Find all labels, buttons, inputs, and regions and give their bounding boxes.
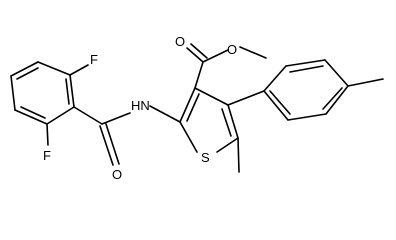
ester-oxygen-label: O (227, 42, 237, 57)
bond-thiophene-tolyl (227, 90, 265, 106)
bond-tolyl-methyl (347, 78, 384, 87)
ester-c-o-single (202, 49, 229, 63)
molecule-diagram: F F HN O O O S (10, 34, 384, 182)
bond-carbonyl-N (101, 112, 131, 125)
thiophene-ring (179, 87, 239, 153)
amide-c-o-2 (105, 123, 120, 165)
structure-svg: F F HN O O O S (10, 34, 384, 182)
bond-thiophene-methyl (237, 137, 240, 173)
difluorophenyl-ring (10, 61, 75, 125)
carbonyl-oxygen-label: O (175, 34, 185, 49)
ester-o-methyl (239, 46, 267, 59)
amide-c-o-1 (99, 125, 114, 166)
bond-ring-F-top (69, 64, 89, 76)
bond-ring-carbonyl (73, 106, 103, 125)
tolyl-ring (263, 59, 349, 121)
bond-thiophene-ester (194, 61, 204, 89)
amide-oxygen-label: O (112, 167, 122, 182)
fluorine-label-top: F (90, 52, 98, 67)
bond-ring-F-bottom (46, 123, 49, 146)
sulfur-label: S (201, 150, 210, 165)
ester-c-o-double-2 (190, 43, 208, 59)
ester-c-o-double-1 (186, 47, 204, 63)
fluorine-label-bottom: F (43, 148, 51, 163)
bond-N-thiophene (149, 105, 181, 123)
amide-nh-label: HN (131, 98, 150, 113)
